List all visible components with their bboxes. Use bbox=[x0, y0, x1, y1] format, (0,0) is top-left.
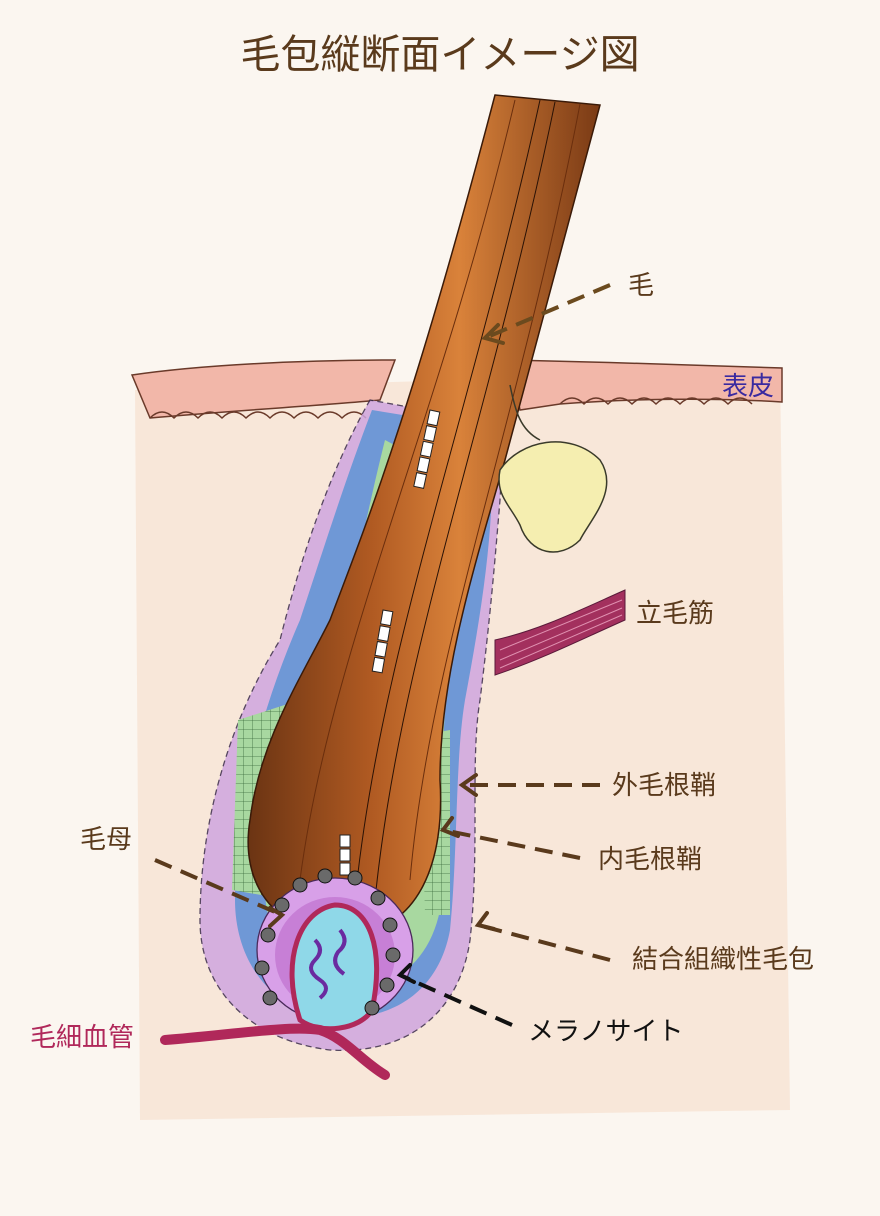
melanocytes bbox=[254, 868, 401, 1016]
leader-lines bbox=[154, 283, 611, 1027]
label-hair-matrix: 毛母 bbox=[80, 825, 132, 855]
label-melanocyte: メラノサイト bbox=[528, 1017, 683, 1047]
label-connective-tissue-sheath: 結合組織性毛包 bbox=[632, 945, 814, 975]
hair-streak-1 bbox=[299, 99, 516, 881]
arrector-pili-fibers bbox=[499, 599, 623, 669]
capillary-vessel bbox=[160, 1023, 390, 1080]
epidermis-left-edge bbox=[149, 411, 367, 420]
label-hair: 毛 bbox=[628, 271, 654, 301]
epidermis-left bbox=[130, 359, 397, 419]
label-inner-root-sheath: 内毛根鞘 bbox=[598, 845, 702, 875]
label-capillary: 毛細血管 bbox=[30, 1023, 134, 1053]
medulla-blocks-lower bbox=[339, 834, 351, 876]
dermal-papilla bbox=[289, 902, 380, 1032]
diagram-title: 毛包縦断面イメージ図 bbox=[240, 32, 639, 78]
label-arrector-pili: 立毛筋 bbox=[636, 599, 714, 629]
hair-shaft bbox=[247, 94, 601, 936]
label-outer-root-sheath: 外毛根鞘 bbox=[612, 771, 716, 801]
hair-streak-2 bbox=[409, 103, 581, 881]
leader-arrowheads bbox=[268, 323, 505, 984]
arrector-pili-muscle bbox=[494, 589, 626, 676]
epidermis-right-edge bbox=[559, 397, 753, 406]
medulla-blocks-upper bbox=[413, 409, 441, 489]
papilla-texture bbox=[309, 928, 347, 1000]
sebaceous-duct bbox=[509, 384, 541, 441]
hair-medulla-line-1 bbox=[354, 99, 541, 901]
hair-medulla-line-2 bbox=[374, 101, 556, 901]
medulla-blocks-middle bbox=[371, 609, 394, 674]
sebaceous-gland bbox=[498, 441, 608, 553]
label-epidermis: 表皮 bbox=[722, 372, 774, 402]
